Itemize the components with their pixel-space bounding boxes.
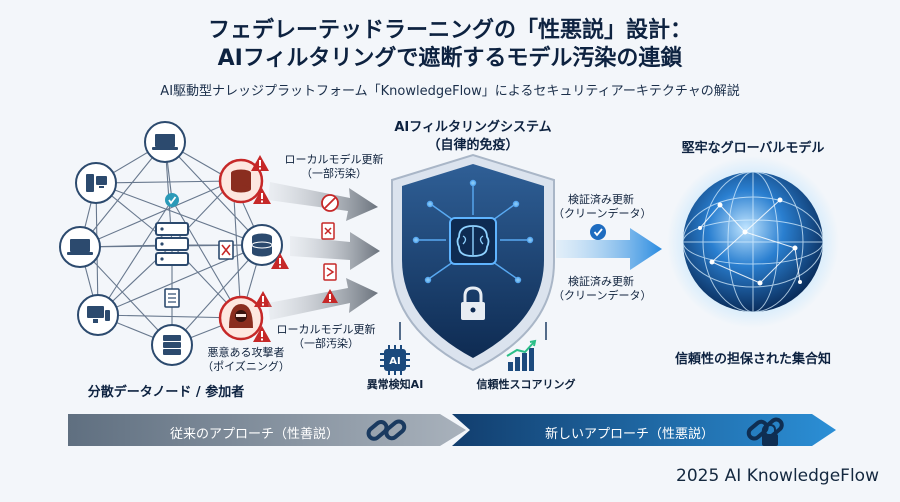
copyright: 2025 AI KnowledgeFlow [676,466,879,486]
corrupted-document-icon [218,240,234,260]
global-model-title: 堅牢なグローバルモデル [681,141,825,156]
verified-top-line2: （クリーンデータ） [553,207,652,220]
old-approach-label: 従来のアプローチ（性善説） [170,427,340,442]
filter-bracket [399,322,547,340]
attacker-label: 悪意ある攻撃者 （ポイズニング） [196,346,296,374]
document-icon [164,288,180,308]
broken-chain-icon [366,419,407,441]
new-approach-bar [452,414,836,446]
warning-icon [253,326,271,342]
check-badge-icon [165,193,179,207]
verified-bottom-line2: （クリーンデータ） [553,289,652,302]
verified-check-icon [590,224,606,240]
attacker-line2: （ポイズニング） [202,360,290,373]
local-update-bottom-line1: ローカルモデル更新 [276,323,376,336]
monitor-node-icon [77,294,119,336]
desktop-node-icon [75,162,117,204]
filter-title-line1: AIフィルタリングシステム [394,120,552,135]
local-update-label-bottom: ローカルモデル更新 （一部汚染） [266,323,386,351]
warning-icon [251,155,269,171]
local-update-bottom-line2: （一部汚染） [293,337,359,350]
warning-icon [253,188,271,204]
nodes-caption: 分散データノード / 参加者 [87,385,245,400]
central-server-icon [155,222,189,266]
local-update-top-line1: ローカルモデル更新 [284,153,384,166]
chain-lock-icon [746,417,784,446]
warning-icon [271,253,289,269]
filter-title: AIフィルタリングシステム （自律的免疫） [383,119,563,155]
database-node-icon [241,224,283,266]
warning-icon [254,291,272,307]
verified-update-arrow [556,228,662,270]
laptop-node-icon [144,121,186,163]
verified-top-line1: 検証済み更新 [568,193,634,206]
laptop-node-icon [59,226,101,268]
old-approach-bar [68,414,466,446]
blocked-file-icon [321,222,335,240]
global-model-caption: 信頼性の担保された集合知 [674,352,831,367]
shield-icon [391,153,555,372]
verified-label-top: 検証済み更新 （クリーンデータ） [553,193,652,221]
ai-chip-text: AI [389,356,400,367]
global-model-globe-icon [667,156,839,328]
new-approach-label: 新しいアプローチ（性悪説） [545,427,715,442]
server-node-icon [151,324,193,366]
title-line-1: フェデレーテッドラーニングの「性悪説」設計： [207,18,692,43]
filter-title-line2: （自律的免疫） [427,138,519,153]
attacker-line1: 悪意ある攻撃者 [207,346,285,359]
anomaly-label: 異常検知AI [366,378,424,391]
title-line-2: AIフィルタリングで遮断するモデル汚染の連鎖 [217,46,683,71]
lock-icon [461,286,485,320]
local-update-label-top: ローカルモデル更新 （一部汚染） [274,153,394,181]
warning-icon [322,289,338,303]
local-update-top-line2: （一部汚染） [301,167,367,180]
anomaly-detection-chip-icon: AI [380,345,410,375]
verified-label-bottom: 検証済み更新 （クリーンデータ） [553,275,652,303]
verified-bottom-line1: 検証済み更新 [568,275,634,288]
blocked-update-icon [321,194,339,212]
hacker-icon [218,295,264,341]
local-update-arrow-bottom [268,278,378,320]
subtitle: AI駆動型ナレッジプラットフォーム「KnowledgeFlow」によるセキュリテ… [160,84,740,99]
corrupted-data-icon [323,263,337,281]
brain-icon [456,225,490,257]
score-label: 信頼性スコアリング [476,378,576,391]
local-update-arrow-middle [290,232,380,270]
trust-score-chart-icon [506,339,537,371]
